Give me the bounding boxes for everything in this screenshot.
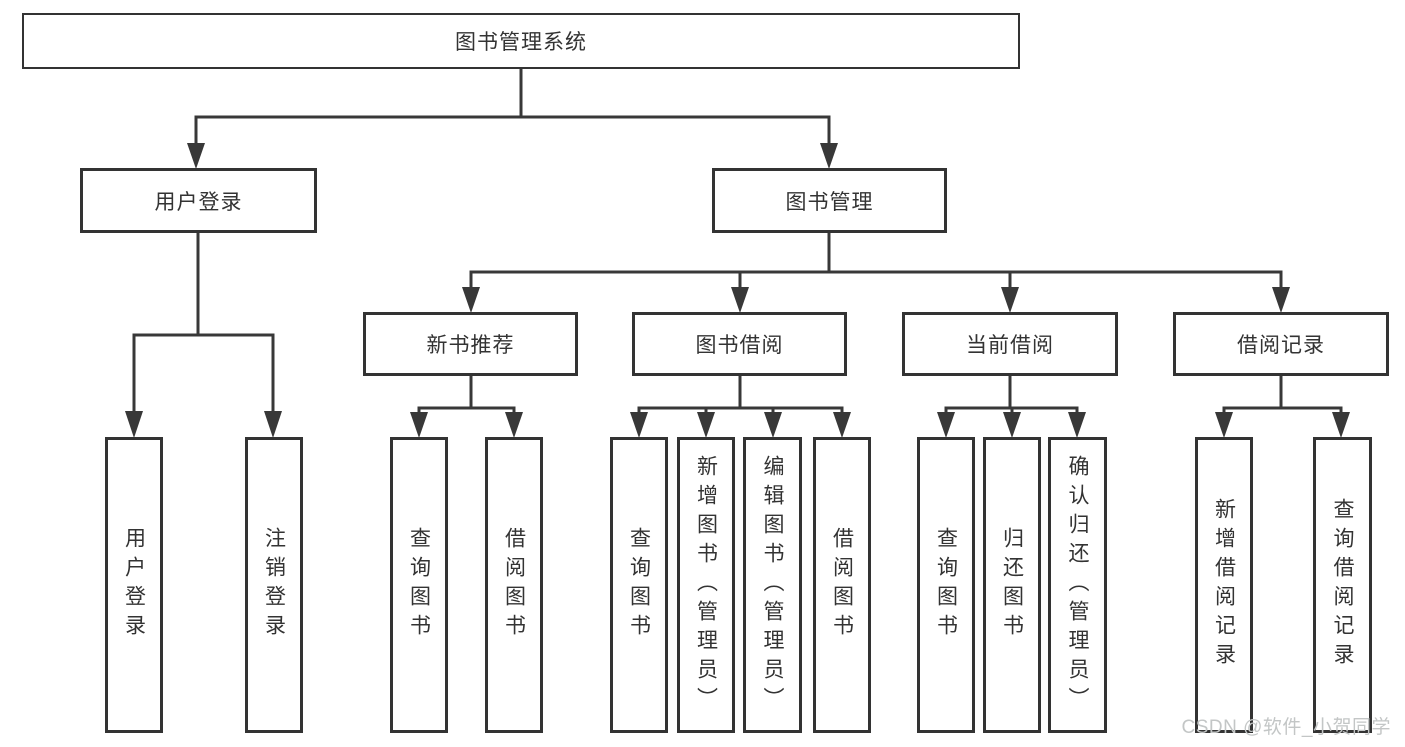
- node-borrowing-records: 借阅记录: [1173, 312, 1389, 376]
- leaf-query-books-borrowing: 查询图书: [610, 437, 668, 733]
- leaf-edit-books-admin: 编辑图书（管理员）: [743, 437, 802, 733]
- node-label: 确认归还（管理员）: [1066, 454, 1089, 716]
- node-label: 查询借阅记录: [1331, 498, 1354, 672]
- leaf-user-login: 用户登录: [105, 437, 163, 733]
- node-user-login: 用户登录: [80, 168, 317, 233]
- node-label: 借阅图书: [502, 527, 526, 643]
- node-label: 新书推荐: [426, 334, 515, 357]
- leaf-borrow-books-recommend: 借阅图书: [485, 437, 543, 733]
- node-label: 查询图书: [407, 527, 431, 643]
- leaf-confirm-return-admin: 确认归还（管理员）: [1048, 437, 1107, 733]
- node-book-management: 图书管理: [712, 168, 947, 233]
- node-label: 用户登录: [122, 527, 146, 643]
- leaf-query-borrow-record: 查询借阅记录: [1313, 437, 1372, 733]
- node-current-borrowing: 当前借阅: [902, 312, 1118, 376]
- node-label: 新增图书（管理员）: [694, 454, 718, 716]
- node-label: 当前借阅: [966, 334, 1054, 357]
- node-label: 查询图书: [627, 527, 651, 643]
- node-label: 图书借阅: [695, 334, 784, 357]
- node-label: 编辑图书（管理员）: [761, 454, 784, 716]
- node-label: 新增借阅记录: [1212, 498, 1236, 672]
- leaf-add-borrow-record: 新增借阅记录: [1195, 437, 1253, 733]
- node-label: 归还图书: [1000, 527, 1024, 643]
- csdn-watermark: CSDN @软件_小贺同学: [1181, 717, 1391, 738]
- node-label: 图书管理: [785, 190, 874, 214]
- node-label: 借阅记录: [1237, 334, 1325, 357]
- node-label: 用户登录: [154, 190, 243, 214]
- node-label: 查询图书: [934, 527, 958, 643]
- leaf-add-books-admin: 新增图书（管理员）: [677, 437, 735, 733]
- leaf-return-books: 归还图书: [983, 437, 1041, 733]
- node-label: 注销登录: [262, 527, 286, 643]
- leaf-query-books-current: 查询图书: [917, 437, 975, 733]
- node-label: 借阅图书: [830, 527, 854, 643]
- leaf-query-books-recommend: 查询图书: [390, 437, 448, 733]
- node-new-book-recommend: 新书推荐: [363, 312, 578, 376]
- leaf-borrow-books: 借阅图书: [813, 437, 871, 733]
- node-library-management-system: 图书管理系统: [22, 13, 1020, 69]
- node-book-borrowing: 图书借阅: [632, 312, 847, 376]
- node-label: 图书管理系统: [455, 31, 587, 54]
- leaf-logout: 注销登录: [245, 437, 303, 733]
